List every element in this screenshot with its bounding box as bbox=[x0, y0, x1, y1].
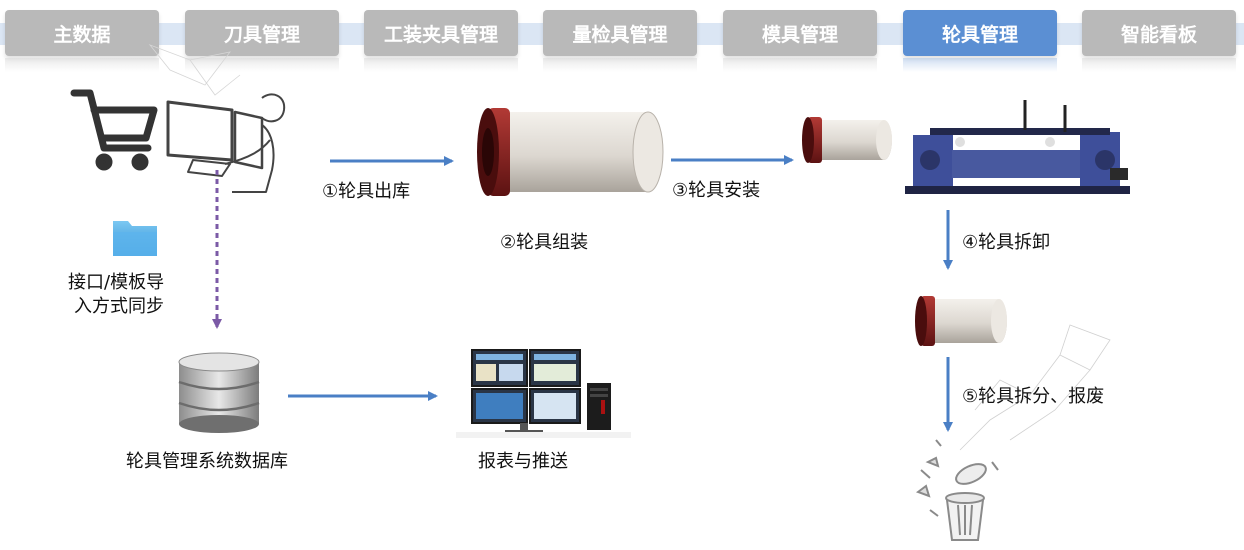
tab-tool-management[interactable]: 刀具管理 bbox=[185, 10, 339, 56]
roller-small-image bbox=[802, 117, 892, 163]
trash-can-icon bbox=[915, 439, 999, 541]
tab-reflection bbox=[5, 58, 159, 72]
tab-gauge-management[interactable]: 量检具管理 bbox=[543, 10, 697, 56]
tab-reflection bbox=[903, 58, 1057, 72]
roller-removed-image bbox=[915, 296, 1007, 346]
tab-reflection bbox=[364, 58, 518, 72]
network-decoration-right bbox=[959, 324, 1111, 451]
report-label: 报表与推送 bbox=[478, 451, 568, 472]
tab-reflection bbox=[723, 58, 877, 72]
operator-computer-icon bbox=[166, 93, 286, 193]
tab-fixture-management[interactable]: 工装夹具管理 bbox=[364, 10, 518, 56]
report-monitors-icon bbox=[456, 349, 631, 438]
folder-icon bbox=[113, 221, 157, 256]
tab-roller-management[interactable]: 轮具管理 bbox=[903, 10, 1057, 56]
step3-label: ③轮具安装 bbox=[672, 180, 761, 201]
step2-label: ②轮具组装 bbox=[500, 232, 589, 253]
database-label: 轮具管理系统数据库 bbox=[126, 451, 288, 472]
tab-mold-management[interactable]: 模具管理 bbox=[723, 10, 877, 56]
shopping-cart-icon bbox=[70, 89, 158, 171]
step5-label: ⑤轮具拆分、报废 bbox=[962, 386, 1105, 407]
machine-image bbox=[905, 100, 1130, 194]
network-decoration-left bbox=[148, 44, 241, 96]
tab-reflection bbox=[543, 58, 697, 72]
sync-label-line2: 入方式同步 bbox=[74, 296, 164, 317]
step1-label: ①轮具出库 bbox=[322, 181, 411, 202]
step4-label: ④轮具拆卸 bbox=[962, 232, 1051, 253]
tab-reflection bbox=[185, 58, 339, 72]
tab-master-data[interactable]: 主数据 bbox=[5, 10, 159, 56]
tab-smart-dashboard[interactable]: 智能看板 bbox=[1082, 10, 1236, 56]
database-icon bbox=[178, 352, 260, 433]
sync-label-line1: 接口/模板导 bbox=[68, 272, 165, 293]
roller-assembly-image bbox=[477, 108, 664, 196]
tab-reflection bbox=[1082, 58, 1236, 72]
